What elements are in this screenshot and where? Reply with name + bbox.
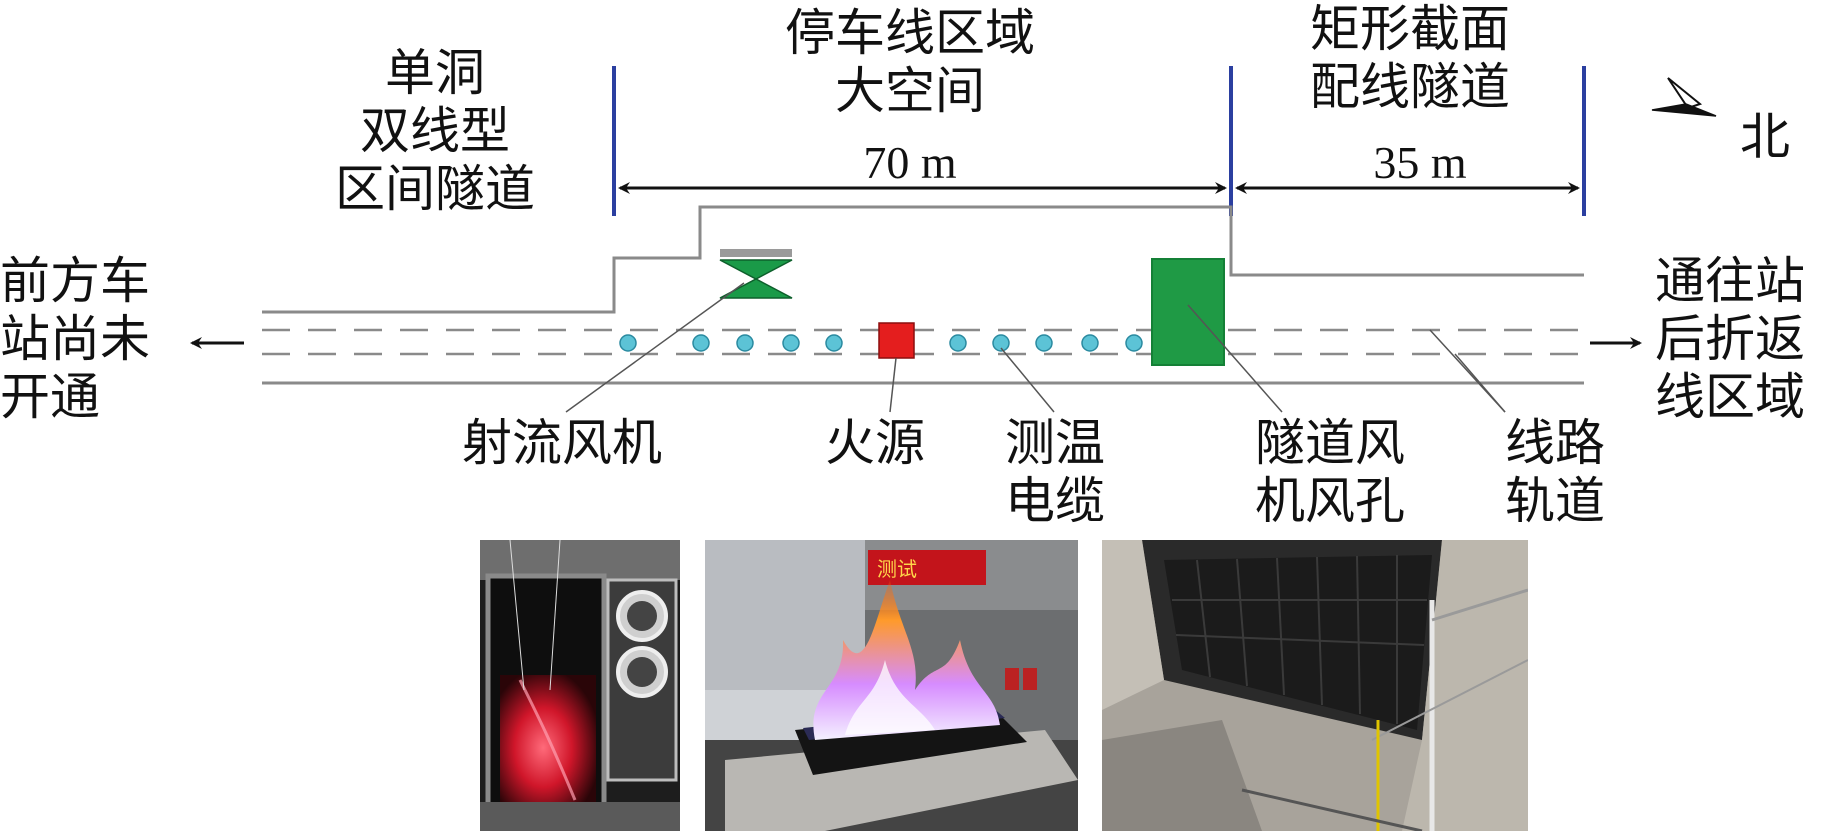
- temp-sensor: [692, 334, 710, 352]
- leader-jet-fan: [565, 282, 745, 413]
- label-parking-zone: 停车线区域 大空间: [785, 4, 1035, 120]
- label-to-station: 通往站 后折返 线区域: [1655, 252, 1805, 426]
- fire-source-icon: [878, 322, 915, 359]
- photo-jet-fan-image: [480, 540, 680, 831]
- label-single-tunnel: 单洞 双线型 区间隧道: [335, 44, 535, 218]
- photo-jet-fan: [480, 540, 680, 831]
- photo-vent-image: [1102, 540, 1528, 831]
- tunnel-wall-upper: [262, 205, 1584, 314]
- temp-sensor: [736, 334, 754, 352]
- temp-sensor: [1081, 334, 1099, 352]
- label-jet-fan: 射流风机: [462, 414, 662, 472]
- temp-sensor: [1125, 334, 1143, 352]
- temp-sensor: [782, 334, 800, 352]
- photo-sign-text: 测试: [877, 557, 917, 581]
- temp-sensors: [619, 334, 1143, 352]
- leader-track-2: [1454, 353, 1506, 413]
- leader-sensor: [1000, 347, 1055, 413]
- label-front-station: 前方车 站尚未 开通: [0, 252, 150, 426]
- photo-fire-source: 测试: [705, 540, 1078, 831]
- label-tunnel-vent: 隧道风 机风孔: [1255, 414, 1405, 530]
- dim-label-70m: 70 m: [863, 137, 957, 188]
- leader-vent: [1187, 304, 1283, 413]
- leader-fire: [889, 357, 897, 413]
- north-arrow-icon: [1651, 77, 1717, 117]
- dim-label-35m: 35 m: [1373, 137, 1467, 188]
- label-fire-source: 火源: [825, 414, 925, 472]
- temp-sensor: [1035, 334, 1053, 352]
- photo-tunnel-vent: [1102, 540, 1528, 831]
- label-rect-section: 矩形截面 配线隧道: [1310, 0, 1510, 116]
- jet-fan-icon: [719, 249, 793, 299]
- temp-sensor: [825, 334, 843, 352]
- temp-sensor: [949, 334, 967, 352]
- temp-sensor: [619, 334, 637, 352]
- tunnel-vent-icon: [1151, 258, 1225, 366]
- temp-sensor: [992, 334, 1010, 352]
- label-north: 北: [1740, 108, 1790, 166]
- label-temp-cable: 测温 电缆: [1005, 414, 1105, 530]
- photo-fire-image: 测试: [705, 540, 1078, 831]
- label-track: 线路 轨道: [1505, 414, 1605, 530]
